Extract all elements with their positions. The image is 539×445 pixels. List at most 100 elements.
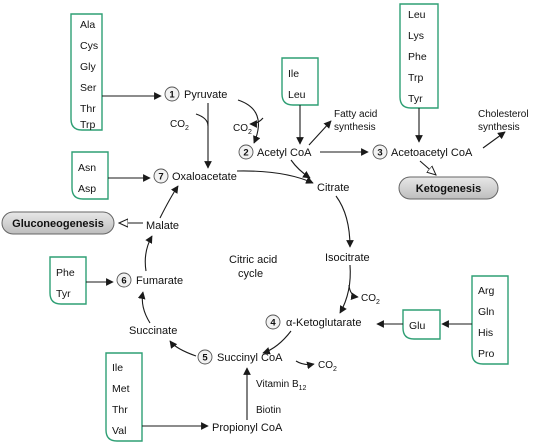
- svg-text:1: 1: [169, 90, 175, 101]
- aa-box-glu-source: Arg Gln His Pro: [471, 275, 509, 365]
- metabolite-acetoacetyl-coa: Acetoacetyl CoA: [391, 147, 473, 159]
- aa-cys: Cys: [80, 40, 98, 52]
- cholesterol-label-line1: Cholesterol: [478, 109, 529, 120]
- cycle-label-line2: cycle: [238, 268, 263, 280]
- arrow-co2-into-pyruvate-carboxylation: [195, 113, 209, 127]
- metabolite-succinate: Succinate: [129, 325, 177, 337]
- aa-asn: Asn: [78, 162, 96, 174]
- metabolite-succinyl-coa: Succinyl CoA: [217, 352, 283, 364]
- metabolite-malate: Malate: [146, 220, 179, 232]
- svg-text:2: 2: [243, 148, 248, 159]
- aa-tyr: Tyr: [408, 93, 423, 105]
- aa-box-acetoacetyl-coa: Leu Lys Phe Trp Tyr: [399, 3, 439, 109]
- svg-text:Vitamin B12: Vitamin B12: [256, 379, 307, 392]
- aa-ser: Ser: [80, 82, 97, 94]
- aa-trp: Trp: [80, 119, 96, 131]
- svg-text:CO2: CO2: [318, 360, 337, 373]
- entry-number-2: 2: [238, 144, 254, 160]
- aa-trp-2: Trp: [408, 72, 424, 84]
- aa-pro: Pro: [478, 348, 495, 360]
- arrow-isocitrate-to-ketoglutarate: [339, 264, 351, 314]
- aa-glu: Glu: [409, 320, 426, 332]
- aa-his: His: [478, 327, 493, 339]
- svg-text:6: 6: [121, 276, 126, 287]
- metabolite-pyruvate: Pyruvate: [184, 89, 227, 101]
- entry-number-1: 1: [164, 86, 180, 102]
- vitamin-b12-label: Vitamin B12: [256, 379, 307, 392]
- metabolite-oxaloacetate: Oxaloacetate: [172, 171, 237, 183]
- aa-tyr-2: Tyr: [56, 288, 71, 300]
- arrow-fumarate-to-malate: [144, 235, 153, 272]
- aa-gly: Gly: [80, 61, 97, 73]
- aa-met: Met: [112, 383, 130, 395]
- entry-number-7: 7: [153, 168, 169, 184]
- aa-thr-2: Thr: [112, 404, 128, 416]
- aa-box-acetyl-coa: Ile Leu: [281, 57, 319, 106]
- aa-leu: Leu: [288, 89, 306, 101]
- entry-number-6: 6: [116, 272, 132, 288]
- ketogenesis-badge: Ketogenesis: [398, 176, 499, 200]
- co2-label-acetyl: CO2: [233, 123, 252, 136]
- co2-label-pyruvate: CO2: [170, 119, 189, 132]
- gluconeogenesis-badge: Gluconeogenesis: [1, 211, 115, 235]
- aa-phe: Phe: [408, 51, 427, 63]
- svg-text:CO2: CO2: [233, 123, 252, 136]
- arrow-succinate-to-fumarate: [137, 291, 151, 324]
- metabolite-acetyl-coa: Acetyl CoA: [257, 147, 312, 159]
- arrow-acetyl-into-citrate: [290, 159, 311, 179]
- arrow-ketoglutarate-to-succinyl: [262, 330, 292, 355]
- arrow-co2-out-isocitrate: [348, 284, 359, 300]
- svg-text:3: 3: [377, 148, 382, 159]
- svg-text:CO2: CO2: [170, 119, 189, 132]
- aa-val: Val: [112, 425, 126, 437]
- arrow-pyruvate-to-acetyl: [237, 99, 261, 144]
- co2-label-succinyl: CO2: [318, 360, 337, 373]
- svg-text:Gluconeogenesis: Gluconeogenesis: [12, 218, 104, 230]
- co2-label-isocitrate: CO2: [361, 293, 380, 306]
- arrow-co2-out-acetyl: [249, 117, 264, 128]
- aa-leu-2: Leu: [408, 9, 426, 21]
- aa-thr: Thr: [80, 103, 96, 115]
- aa-box-propionyl-coa: Ile Met Thr Val: [105, 352, 143, 442]
- aa-ile: Ile: [288, 68, 299, 80]
- aa-gln: Gln: [478, 306, 495, 318]
- arrow-malate-to-oxaloacetate: [159, 185, 179, 219]
- fatty-acid-label-line1: Fatty acid: [334, 109, 377, 120]
- arrow-acetyl-to-fatty-acid: [308, 120, 332, 146]
- svg-text:4: 4: [270, 318, 276, 329]
- aa-lys: Lys: [408, 30, 424, 42]
- aa-ala: Ala: [80, 19, 95, 31]
- arrow-citrate-to-isocitrate: [335, 195, 354, 248]
- aa-phe-2: Phe: [56, 267, 75, 279]
- arrow-acetoacetyl-to-ketogenesis: [419, 160, 436, 175]
- metabolite-citrate: Citrate: [317, 182, 349, 194]
- arrow-succinyl-to-succinate: [169, 340, 197, 357]
- aa-box-fumarate: Phe Tyr: [49, 256, 87, 305]
- svg-text:Ketogenesis: Ketogenesis: [416, 183, 481, 195]
- fatty-acid-label-line2: synthesis: [334, 122, 376, 133]
- cholesterol-label-line2: synthesis: [478, 122, 520, 133]
- svg-text:CO2: CO2: [361, 293, 380, 306]
- metabolite-alpha-ketoglutarate: α-Ketoglutarate: [286, 317, 361, 329]
- entry-number-4: 4: [265, 314, 281, 330]
- svg-text:5: 5: [202, 353, 208, 364]
- aa-arg: Arg: [478, 285, 495, 297]
- entry-number-5: 5: [197, 349, 213, 365]
- aa-box-oxaloacetate: Asn Asp: [71, 151, 109, 200]
- arrow-co2-out-succinyl: [295, 360, 315, 370]
- arrow-acetoacetyl-to-cholesterol: [482, 131, 506, 149]
- metabolite-isocitrate: Isocitrate: [325, 252, 370, 264]
- metabolite-propionyl-coa: Propionyl CoA: [212, 422, 283, 434]
- svg-text:7: 7: [158, 172, 163, 183]
- arrow-oxaloacetate-to-citrate: [236, 170, 314, 184]
- aa-ile-2: Ile: [112, 362, 123, 374]
- entry-number-3: 3: [372, 144, 388, 160]
- aa-asp: Asp: [78, 183, 96, 195]
- aa-box-pyruvate: Ala Cys Gly Ser Thr Trp: [70, 13, 103, 131]
- biotin-label: Biotin: [256, 405, 281, 416]
- cycle-label-line1: Citric acid: [229, 254, 277, 266]
- aa-box-glu: Glu: [402, 309, 441, 340]
- metabolite-fumarate: Fumarate: [136, 275, 183, 287]
